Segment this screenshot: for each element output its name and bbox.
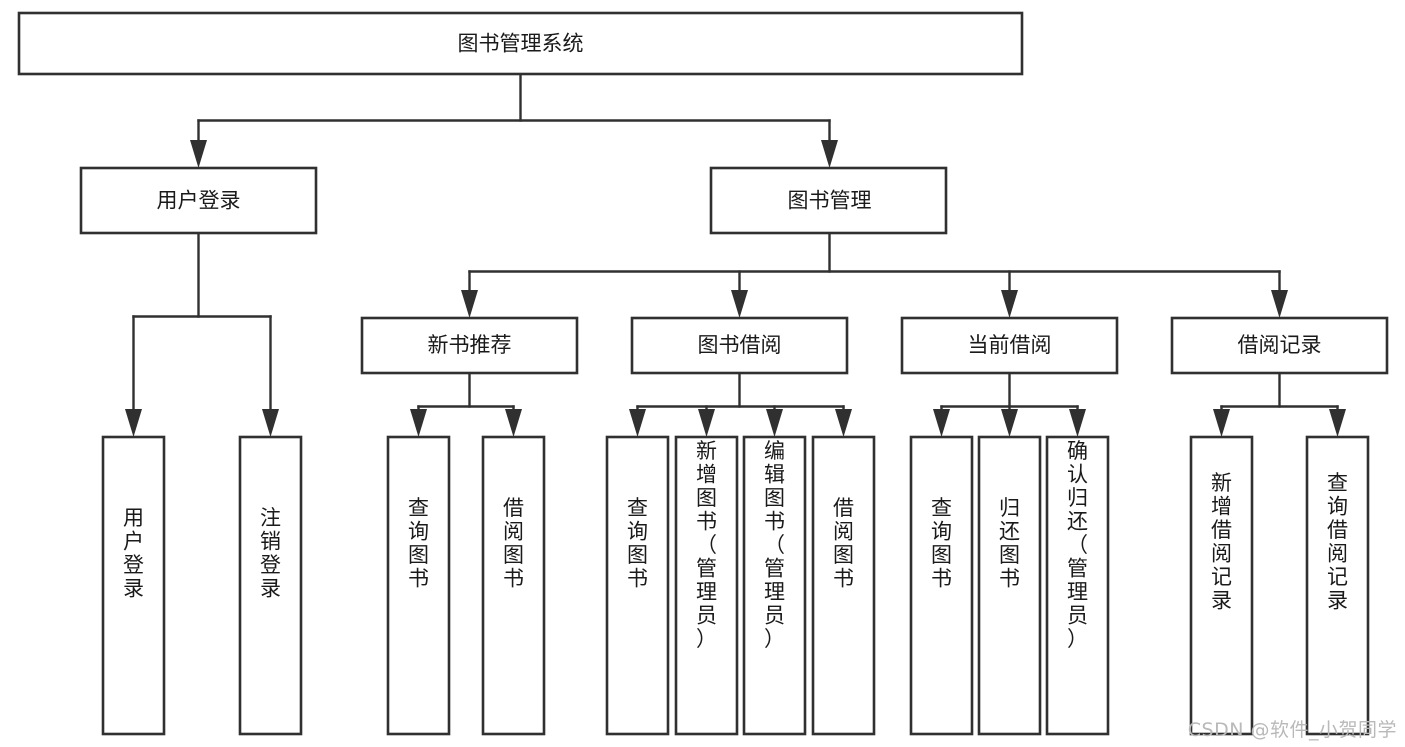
node-user-login[interactable]: 用户登录	[79, 166, 318, 235]
leaf-query-book-borrow-box[interactable]	[605, 435, 670, 736]
leaf-edit-book-admin-box[interactable]	[742, 435, 807, 736]
arrow-root-to-book-mgmt	[821, 140, 838, 168]
arrow-user-login-leaf-2	[262, 409, 279, 437]
arrow-record-leaf-1	[1213, 409, 1230, 437]
node-new-book-recommend[interactable]: 新书推荐	[360, 316, 579, 375]
leaf-borrow-book-recommend-label: 借阅图书	[503, 496, 524, 591]
leaf-confirm-return-admin[interactable]: 确认归还（管理员）	[1045, 435, 1110, 736]
arrow-current-leaf-2	[1001, 409, 1018, 437]
leaf-query-borrow-record[interactable]: 查询借阅记录	[1305, 435, 1370, 736]
node-new-book-recommend-label: 新书推荐	[428, 333, 512, 357]
leaf-add-borrow-record-label: 新增借阅记录	[1211, 471, 1232, 613]
arrow-current-leaf-3	[1069, 409, 1086, 437]
node-root-system-box[interactable]	[17, 11, 1024, 76]
leaf-add-book-admin-box[interactable]	[674, 435, 739, 736]
node-borrow-record-box[interactable]	[1170, 316, 1389, 375]
leaf-logout[interactable]: 注销登录	[238, 435, 303, 736]
arrow-borrow-leaf-1	[629, 409, 646, 437]
leaf-query-book-borrow[interactable]: 查询图书	[605, 435, 670, 736]
arrow-new-book-leaf-1	[410, 409, 427, 437]
node-current-borrow-label: 当前借阅	[968, 333, 1052, 357]
leaf-confirm-return-admin-box[interactable]	[1045, 435, 1110, 736]
leaf-add-book-admin[interactable]: 新增图书（管理员）	[674, 435, 739, 736]
leaf-borrow-book-label: 借阅图书	[833, 496, 854, 591]
node-user-login-box[interactable]	[79, 166, 318, 235]
leaf-user-login-label: 用户登录	[123, 506, 144, 601]
node-root-system[interactable]: 图书管理系统	[17, 11, 1024, 76]
leaf-query-book-borrow-label: 查询图书	[627, 496, 648, 591]
node-current-borrow-box[interactable]	[900, 316, 1119, 375]
node-current-borrow[interactable]: 当前借阅	[900, 316, 1119, 375]
node-book-borrow-label: 图书借阅	[698, 333, 782, 357]
node-book-borrow[interactable]: 图书借阅	[630, 316, 849, 375]
node-root-system-label: 图书管理系统	[458, 32, 584, 56]
node-borrow-record-label: 借阅记录	[1238, 333, 1322, 357]
leaf-add-book-admin-label: 新增图书（管理员）	[696, 439, 717, 651]
leaf-return-book[interactable]: 归还图书	[977, 435, 1042, 736]
node-book-management-label: 图书管理	[788, 189, 872, 213]
arrow-current-leaf-1	[933, 409, 950, 437]
arrow-new-book-leaf-2	[505, 409, 522, 437]
leaf-add-borrow-record-box[interactable]	[1189, 435, 1254, 736]
leaf-query-book-current[interactable]: 查询图书	[909, 435, 974, 736]
node-borrow-record[interactable]: 借阅记录	[1170, 316, 1389, 375]
leaf-user-login[interactable]: 用户登录	[101, 435, 166, 736]
leaf-borrow-book-box[interactable]	[811, 435, 876, 736]
leaf-borrow-book[interactable]: 借阅图书	[811, 435, 876, 736]
arrow-root-to-user-login	[190, 140, 207, 168]
node-new-book-recommend-box[interactable]	[360, 316, 579, 375]
arrow-book-mgmt-to-current	[1001, 290, 1018, 318]
leaf-query-book-current-box[interactable]	[909, 435, 974, 736]
leaf-query-borrow-record-box[interactable]	[1305, 435, 1370, 736]
node-user-login-label: 用户登录	[157, 189, 241, 213]
leaf-confirm-return-admin-label: 确认归还（管理员）	[1067, 439, 1088, 651]
node-book-borrow-box[interactable]	[630, 316, 849, 375]
arrow-book-mgmt-to-record	[1271, 290, 1288, 318]
leaf-query-book-recommend-label: 查询图书	[408, 496, 429, 591]
arrow-borrow-leaf-4	[835, 409, 852, 437]
leaf-query-borrow-record-label: 查询借阅记录	[1327, 471, 1348, 613]
arrow-borrow-leaf-3	[766, 409, 783, 437]
leaf-user-login-box[interactable]	[101, 435, 166, 736]
arrow-user-login-leaf-1	[125, 409, 142, 437]
leaf-edit-book-admin-label: 编辑图书（管理员）	[764, 439, 785, 651]
edges-layer	[125, 73, 1346, 437]
leaf-query-book-recommend[interactable]: 查询图书	[386, 435, 451, 736]
node-book-management[interactable]: 图书管理	[709, 166, 948, 235]
node-book-management-box[interactable]	[709, 166, 948, 235]
arrow-book-mgmt-to-new-book	[461, 290, 478, 318]
leaf-borrow-book-recommend[interactable]: 借阅图书	[481, 435, 546, 736]
arrow-borrow-leaf-2	[698, 409, 715, 437]
leaf-edit-book-admin[interactable]: 编辑图书（管理员）	[742, 435, 807, 736]
leaf-query-book-current-label: 查询图书	[931, 496, 952, 591]
leaf-borrow-book-recommend-box[interactable]	[481, 435, 546, 736]
leaf-logout-box[interactable]	[238, 435, 303, 736]
leaf-return-book-label: 归还图书	[999, 496, 1020, 591]
csdn-watermark: CSDN @软件_小贺同学	[1187, 719, 1397, 741]
arrow-record-leaf-2	[1329, 409, 1346, 437]
leaf-nodes-layer: 用户登录 注销登录 查询图书 借阅图书 查询图书 新增图书（管理员）	[101, 435, 1370, 736]
leaf-logout-label: 注销登录	[260, 506, 281, 601]
leaf-add-borrow-record[interactable]: 新增借阅记录	[1189, 435, 1254, 736]
arrow-book-mgmt-to-borrow	[731, 290, 748, 318]
leaf-query-book-recommend-box[interactable]	[386, 435, 451, 736]
leaf-return-book-box[interactable]	[977, 435, 1042, 736]
